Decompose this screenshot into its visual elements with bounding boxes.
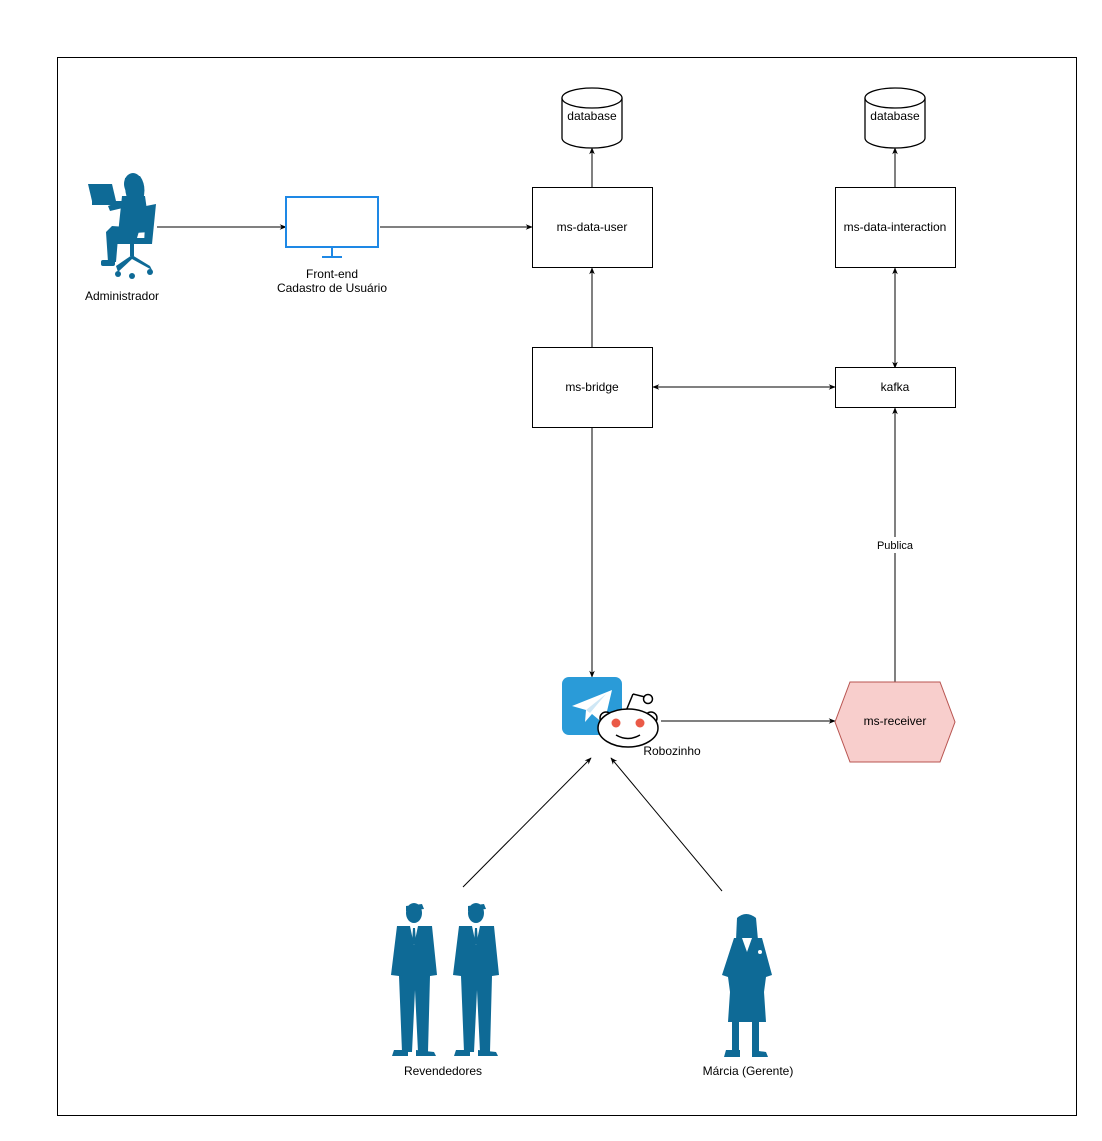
database-user: database: [561, 87, 623, 149]
frontend-label-line1: Front-end: [306, 267, 358, 281]
businessmen-icon: [391, 903, 499, 1056]
administrador-label: Administrador: [85, 289, 159, 303]
marcia-label: Márcia (Gerente): [703, 1064, 794, 1078]
businessman-left: [391, 903, 437, 1056]
ms-bridge-box: ms-bridge: [532, 347, 653, 428]
reddit-icon: [597, 693, 659, 748]
database-interaction: database: [864, 87, 926, 149]
edge-label-bg: [872, 537, 918, 553]
kafka-label: kafka: [881, 380, 910, 394]
database-user-label: database: [567, 109, 617, 123]
ms-data-user-label: ms-data-user: [557, 220, 628, 234]
ms-receiver-hexagon: ms-receiver: [834, 681, 956, 763]
revendedores-label: Revendedores: [404, 1064, 482, 1078]
edge-marcia-robozinho: [610, 757, 723, 892]
kafka-box: kafka: [835, 367, 956, 408]
ms-receiver-label: ms-receiver: [864, 714, 927, 728]
ms-bridge-label: ms-bridge: [565, 380, 619, 394]
frontend-label-line2: Cadastro de Usuário: [277, 281, 387, 295]
database-interaction-label: database: [870, 109, 920, 123]
edge-label-publica: Publica: [877, 540, 914, 552]
ms-data-user-box: ms-data-user: [532, 187, 653, 268]
robozinho-label: Robozinho: [643, 744, 701, 758]
ms-data-interaction-box: ms-data-interaction: [835, 187, 956, 268]
edge-revendedores-robozinho: [462, 757, 592, 888]
monitor-icon: [285, 196, 379, 258]
person-at-laptop-icon: [88, 173, 156, 279]
businesswoman-icon: [722, 914, 772, 1057]
ms-data-interaction-label: ms-data-interaction: [844, 220, 947, 234]
businessman-right: [453, 903, 499, 1056]
